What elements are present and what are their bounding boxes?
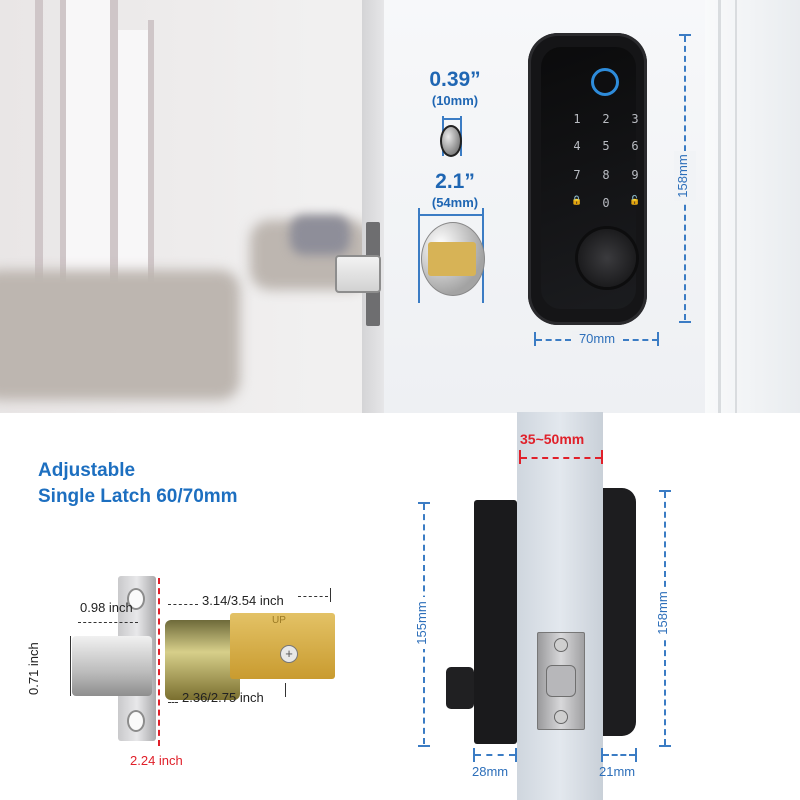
thumb-knob <box>578 229 636 287</box>
exterior-height-label-bg: 158mm <box>654 587 676 639</box>
backset-long-label: 3.14/3.54 inch <box>202 593 284 608</box>
dim-tick <box>418 208 420 303</box>
cushion <box>290 215 350 255</box>
key-4: 4 <box>573 139 581 153</box>
small-cylinder-size-in: 0.39” <box>429 68 481 91</box>
exterior-height-label: 158mm <box>655 591 670 635</box>
dim-tick <box>519 450 521 464</box>
key-3: 3 <box>631 112 639 126</box>
door-edge <box>362 0 384 413</box>
dim-line <box>418 214 484 216</box>
backset-long-dim-line <box>168 604 198 605</box>
window-frame <box>60 0 66 300</box>
dim-tick <box>418 502 430 504</box>
faceplate-hole <box>127 588 145 610</box>
dim-tick <box>659 490 671 492</box>
dim-line <box>442 118 462 120</box>
door-thickness-label: 35~50mm <box>520 431 585 447</box>
key-0: 0 <box>602 196 610 210</box>
dim-tick <box>601 748 603 762</box>
key-9: 9 <box>631 168 639 182</box>
faceplate-hole <box>127 710 145 732</box>
interior-depth-label: 28mm <box>472 764 509 779</box>
interior-height-label: 155mm <box>414 601 429 645</box>
window-frame <box>148 20 154 290</box>
sofa <box>0 270 240 400</box>
bolt-height-dim-line <box>70 636 71 696</box>
latch-barrel <box>165 620 240 700</box>
door-latch-bolt <box>335 255 381 293</box>
exterior-depth-label: 21mm <box>599 764 636 779</box>
faceplate-height-label: 2.24 inch <box>130 753 183 768</box>
dim-tick <box>515 748 517 762</box>
door-thickness-dim-line <box>521 457 601 459</box>
interior-depth-dim-line <box>475 754 515 756</box>
key-6: 6 <box>631 139 639 153</box>
dim-tick <box>418 745 430 747</box>
lock-height-label: 158mm <box>675 154 690 198</box>
window-pane <box>66 0 110 290</box>
key-7: 7 <box>573 168 581 182</box>
dim-tick <box>679 321 691 323</box>
up-mark: UP <box>272 615 286 626</box>
dim-tick <box>659 745 671 747</box>
exterior-unit <box>603 488 636 736</box>
dim-tick <box>534 332 536 346</box>
dim-tick <box>679 34 691 36</box>
dim-tick <box>473 748 475 762</box>
dim-tick <box>635 748 637 762</box>
dim-tick <box>330 588 331 602</box>
height-label-bg: 158mm <box>674 151 696 201</box>
backset-short-dim-line <box>168 702 178 703</box>
faceplate-dim-line <box>158 578 160 746</box>
screw-icon <box>554 638 568 652</box>
interior-height-label-bg: 155mm <box>413 597 435 649</box>
backset-long-dim-line <box>298 596 328 597</box>
screw-icon: + <box>280 645 298 663</box>
unlock-icon: 🔓 <box>629 196 641 206</box>
screw-icon <box>554 710 568 724</box>
frame-line <box>718 0 721 413</box>
dim-tick <box>657 332 659 346</box>
bolt-length-dim-line <box>78 622 138 623</box>
key-2: 2 <box>602 112 610 126</box>
frame-line <box>735 0 737 413</box>
large-cylinder-size-mm: (54mm) <box>431 195 479 210</box>
key-8: 8 <box>602 168 610 182</box>
interior-unit <box>474 500 517 744</box>
latch-title: Adjustable Single Latch 60/70mm <box>38 458 238 510</box>
door-cross-section <box>517 412 603 800</box>
key-5: 5 <box>602 139 610 153</box>
dim-tick <box>601 450 603 464</box>
cylinder-brass-plate <box>428 242 476 276</box>
window-frame <box>35 0 43 300</box>
window-pane <box>118 30 148 290</box>
title-line-1: Adjustable <box>38 460 136 481</box>
lock-icon: 🔒 <box>571 196 583 206</box>
window-frame <box>110 0 118 300</box>
bolt-height-label: 0.71 inch <box>26 642 41 695</box>
dim-tick <box>285 683 286 697</box>
small-cylinder <box>440 125 462 157</box>
title-line-2: Single Latch 60/70mm <box>38 486 238 507</box>
key-1: 1 <box>573 112 581 126</box>
large-cylinder-size-in: 2.1” <box>435 170 475 193</box>
exterior-depth-dim-line <box>603 754 635 756</box>
latch-bolt <box>72 636 152 696</box>
fingerprint-sensor-icon <box>591 68 619 96</box>
thumb-turn <box>446 667 474 709</box>
backset-short-label: 2.36/2.75 inch <box>182 690 264 705</box>
bolt-length-label: 0.98 inch <box>80 600 133 615</box>
lock-width-label: 70mm <box>572 331 622 346</box>
strike-hole <box>546 665 576 697</box>
small-cylinder-size-mm: (10mm) <box>431 93 479 108</box>
